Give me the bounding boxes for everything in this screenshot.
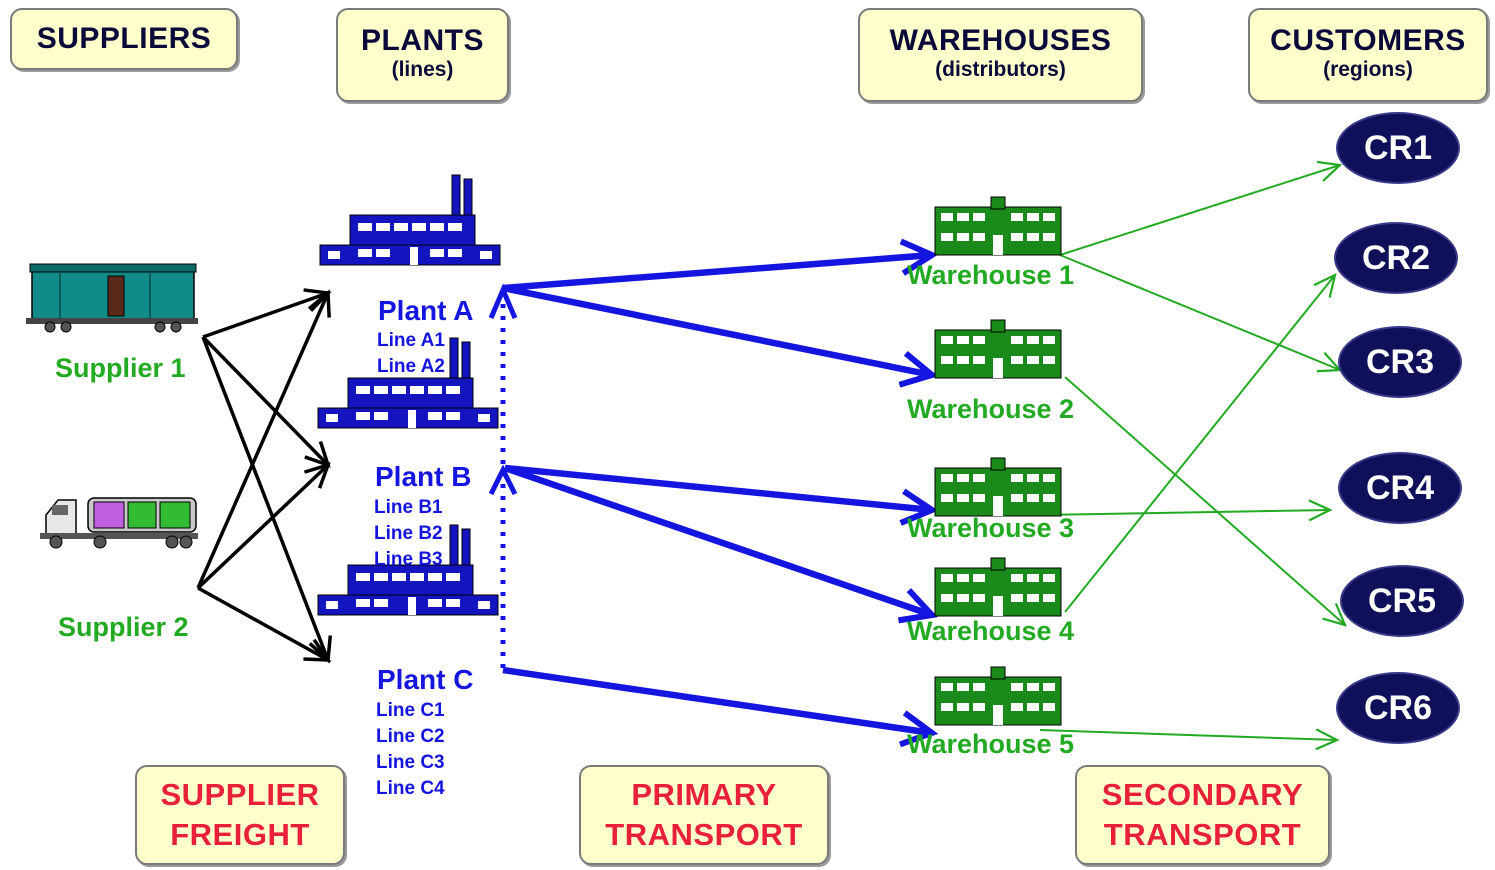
warehouse-icon-3 [934, 457, 1062, 517]
secondary-transport-box: SECONDARY TRANSPORT [1075, 765, 1330, 865]
header-plants-sub: (lines) [391, 58, 454, 81]
plant-a-label: Plant A [378, 295, 474, 326]
header-plants: PLANTS (lines) [336, 8, 509, 102]
warehouse-1-label: Warehouse 1 [907, 260, 1075, 290]
customer-cr3: CR3 [1338, 326, 1462, 398]
warehouse-icon-5 [934, 666, 1062, 726]
warehouse-3-label: Warehouse 3 [907, 513, 1075, 543]
warehouse-icon-2 [934, 319, 1062, 379]
header-plants-title: PLANTS [361, 24, 484, 57]
header-suppliers: SUPPLIERS [10, 8, 238, 70]
primary-transport-box: PRIMARY TRANSPORT [579, 765, 829, 865]
customer-cr6: CR6 [1336, 672, 1460, 744]
plant-b-label: Plant B [375, 461, 472, 492]
flow-wh1-cr3 [1059, 254, 1343, 373]
supplier-freight-line-2: FREIGHT [170, 817, 310, 852]
line-b3: Line B3 [374, 549, 443, 570]
factory-icon-a [319, 174, 501, 266]
plant-b-lines: Line B1 Line B2 Line B3 [374, 495, 443, 573]
flow-wh1-cr1 [1059, 160, 1343, 256]
plant-a-lines: Line A1 Line A2 [377, 328, 445, 380]
flow-s2-plant-a [196, 289, 331, 589]
line-b2: Line B2 [374, 523, 443, 544]
header-warehouses-title: WAREHOUSES [889, 24, 1112, 57]
supplier-2-label: Supplier 2 [58, 612, 189, 642]
line-c4: Line C4 [376, 778, 445, 799]
flow-plant-b-wh3 [504, 464, 932, 510]
header-customers-sub: (regions) [1323, 58, 1413, 81]
line-c3: Line C3 [376, 752, 445, 773]
header-customers-title: CUSTOMERS [1270, 24, 1466, 57]
flow-plant-a-wh1 [502, 255, 932, 292]
flow-wh4-cr2 [1064, 273, 1337, 613]
secondary-transport-flows [1039, 160, 1347, 751]
supplier-freight-flows [196, 288, 333, 664]
flow-s1-plant-a [202, 288, 332, 339]
line-c2: Line C2 [376, 726, 445, 747]
secondary-transport-line-1: SECONDARY [1101, 777, 1304, 812]
flow-plant-a-wh2 [502, 284, 932, 375]
arrowhead-plant-a [488, 283, 518, 319]
warehouse-2-label: Warehouse 2 [907, 394, 1075, 424]
line-a2: Line A2 [377, 356, 445, 377]
boxcar-icon [26, 263, 198, 333]
header-warehouses-sub: (distributors) [935, 58, 1066, 81]
flow-plant-c-wh5 [502, 666, 932, 733]
supplier-1-label: Supplier 1 [55, 353, 186, 383]
customer-cr5: CR5 [1340, 565, 1464, 637]
primary-transport-line-2: TRANSPORT [605, 817, 803, 852]
flow-wh2-cr5 [1064, 376, 1347, 627]
warehouse-icon-4 [934, 557, 1062, 617]
flow-s2-plant-b [196, 462, 331, 590]
arrowhead-plant-b [488, 464, 518, 496]
line-b1: Line B1 [374, 497, 443, 518]
header-warehouses: WAREHOUSES (distributors) [858, 8, 1143, 102]
warehouse-icon-1 [934, 196, 1062, 256]
tanker-truck-icon [40, 497, 198, 549]
plant-c-lines: Line C1 Line C2 Line C3 Line C4 [376, 698, 445, 802]
customer-cr4: CR4 [1338, 452, 1462, 524]
plant-c-label: Plant C [377, 664, 474, 695]
header-customers: CUSTOMERS (regions) [1248, 8, 1488, 102]
primary-transport-line-1: PRIMARY [631, 777, 777, 812]
supplier-freight-line-1: SUPPLIER [160, 777, 320, 812]
flow-wh3-cr4 [1039, 499, 1333, 522]
flow-plant-b-wh4 [503, 464, 932, 615]
warehouse-5-label: Warehouse 5 [907, 729, 1075, 759]
line-a1: Line A1 [377, 330, 445, 351]
header-suppliers-title: SUPPLIERS [36, 22, 212, 55]
secondary-transport-line-2: TRANSPORT [1103, 817, 1302, 852]
flow-s1-plant-c [201, 336, 333, 664]
flow-s2-plant-c [197, 586, 332, 662]
flow-s1-plant-b [201, 335, 331, 468]
warehouse-4-label: Warehouse 4 [907, 616, 1075, 646]
flow-wh5-cr6 [1039, 728, 1340, 751]
customer-cr1: CR1 [1336, 112, 1460, 184]
primary-transport-flows [502, 255, 932, 733]
supplier-freight-box: SUPPLIER FREIGHT [135, 765, 345, 865]
customer-cr2: CR2 [1334, 222, 1458, 294]
line-c1: Line C1 [376, 700, 445, 721]
